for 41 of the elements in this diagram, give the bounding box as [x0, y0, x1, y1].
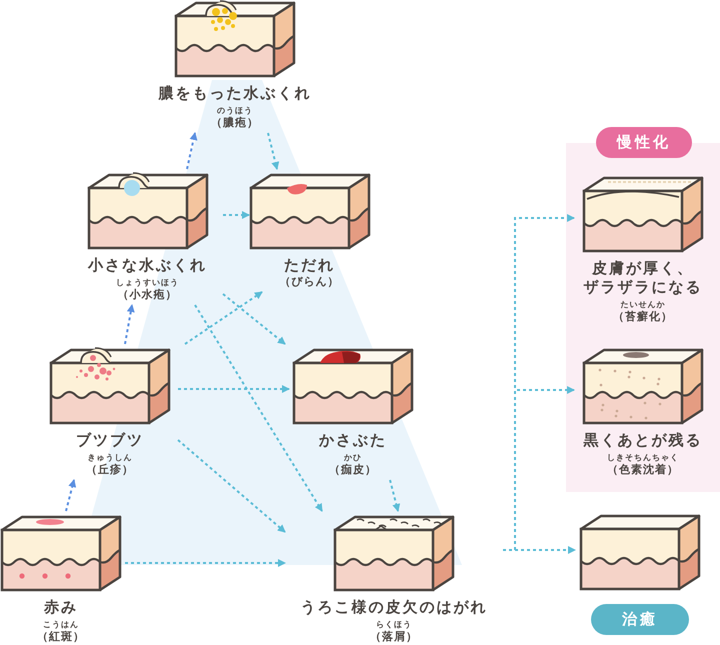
arrow — [178, 385, 290, 393]
stage-name: 赤み — [44, 598, 78, 617]
arrow — [267, 132, 280, 170]
stage-name: 黒くあとが残る — [584, 431, 702, 450]
medical-term: （苔癬化） — [613, 310, 673, 324]
stage-name: ブツブツ — [76, 431, 144, 450]
medical-term: （小水疱） — [118, 288, 178, 302]
arrow — [124, 304, 135, 344]
reading-text: こうはん — [43, 619, 79, 630]
arrow — [223, 211, 250, 219]
medical-term: （落屑） — [370, 630, 418, 644]
reading-text: しょうすいほう — [116, 277, 179, 288]
arrow — [125, 559, 286, 567]
reading-text: らくほう — [376, 619, 412, 630]
reading-text: しきそちんちゃく — [607, 452, 679, 463]
arrow — [186, 132, 198, 170]
category-pill: 治癒 — [591, 604, 689, 635]
chronic-panel — [566, 127, 720, 492]
arrow — [194, 304, 323, 512]
medical-term: （びらん） — [280, 275, 340, 289]
stage-name: ただれ — [284, 256, 335, 275]
category-pill: 慢性化 — [596, 127, 692, 158]
arrow — [184, 291, 263, 345]
medical-term: （丘疹） — [86, 463, 134, 477]
reading-text: たいせんか — [620, 299, 666, 310]
stage-name: 小さな水ぶくれ — [88, 256, 207, 275]
reading-text: きゅうしん — [88, 452, 132, 463]
stage-name: 皮膚が厚く、ザラザラになる — [582, 259, 704, 297]
medical-term: （痂皮） — [329, 463, 377, 477]
arrow — [177, 439, 286, 533]
reading-text: のうほう — [217, 105, 253, 116]
arrow — [222, 293, 286, 345]
stage-name: うろこ様の皮欠のはがれ — [300, 598, 488, 617]
medical-term: （紅斑） — [37, 630, 85, 644]
stage-name: 膿をもった水ぶくれ — [158, 84, 312, 103]
arrow — [389, 480, 400, 512]
medical-term: （膿疱） — [211, 116, 259, 130]
stage-name: かさぶた — [319, 431, 387, 450]
medical-term: （色素沈着） — [607, 463, 679, 477]
arrow — [503, 546, 576, 554]
reading-text: かひ — [344, 452, 362, 463]
